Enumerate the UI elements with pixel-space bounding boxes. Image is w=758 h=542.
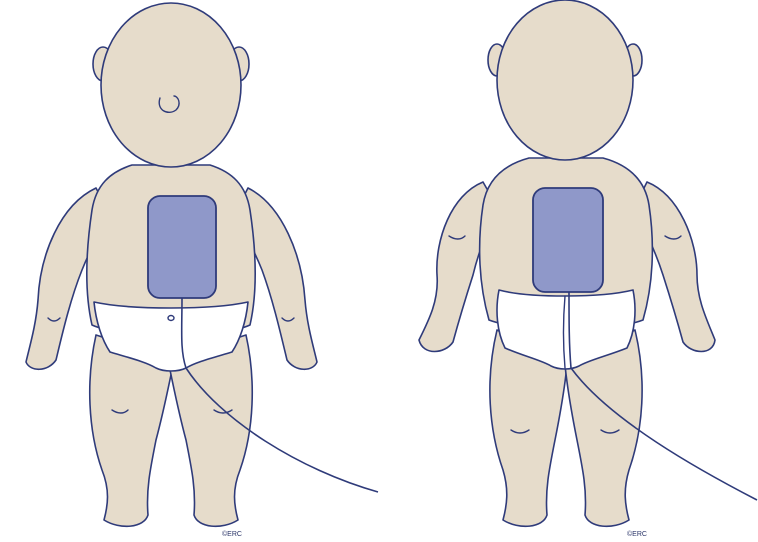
head [101,3,241,167]
navel [168,316,174,321]
head [497,0,633,160]
copyright-credit: ©ERC [222,530,242,538]
defibrillator-pad [533,188,603,292]
infant-back-view: ©ERC [379,0,758,542]
infant-front-view: ©ERC [0,0,379,542]
infant-front-illustration: ©ERC [0,0,379,542]
copyright-credit: ©ERC [627,530,647,538]
defibrillator-pad [148,196,216,298]
infant-back-illustration: ©ERC [379,0,758,542]
